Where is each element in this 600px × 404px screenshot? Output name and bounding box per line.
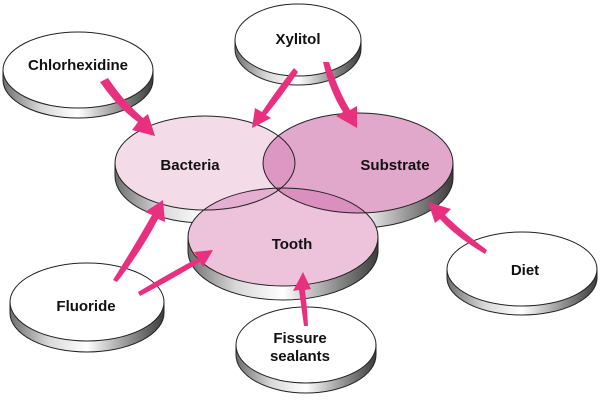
disc-fluoride-top bbox=[9, 262, 165, 342]
label-xylitol: Xylitol bbox=[275, 31, 320, 48]
disc-diet: Diet bbox=[446, 231, 598, 316]
label-fissure-sealants-line1: Fissure bbox=[273, 330, 326, 347]
disc-fluoride: Fluoride bbox=[9, 262, 165, 353]
label-fluoride: Fluoride bbox=[56, 298, 115, 315]
arrow-chlorhexidine-to-bacteria bbox=[100, 78, 155, 136]
label-bacteria: Bacteria bbox=[160, 157, 220, 174]
disc-substrate-outline bbox=[262, 112, 454, 214]
disc-bacteria-top bbox=[115, 116, 295, 210]
label-chlorhexidine: Chlorhexidine bbox=[28, 57, 128, 74]
label-substrate: Substrate bbox=[360, 157, 429, 174]
disc-xylitol: Xylitol bbox=[234, 3, 362, 86]
arrows bbox=[100, 62, 487, 326]
disc-tooth-top bbox=[188, 188, 378, 286]
disc-tooth-outline bbox=[187, 187, 379, 287]
label-diet: Diet bbox=[511, 262, 539, 279]
disc-chlorhexidine: Chlorhexidine bbox=[2, 31, 154, 119]
disc-bacteria-outline bbox=[114, 115, 296, 211]
arrow-xylitol-to-substrate bbox=[323, 62, 357, 128]
disc-xylitol-top bbox=[234, 3, 362, 77]
arrow-fissure-sealants-to-tooth bbox=[293, 272, 311, 326]
label-tooth: Tooth bbox=[272, 236, 313, 253]
disc-substrate-top bbox=[263, 113, 453, 213]
label-fissure-sealants-line2: sealants bbox=[270, 348, 330, 365]
arrow-diet-to-bacteria bbox=[428, 202, 487, 254]
arrow-xylitol-to-bacteria bbox=[252, 68, 298, 128]
arrow-fluoride-to-bacteria bbox=[113, 200, 165, 282]
disc-fissure-sealants: Fissure sealants bbox=[235, 306, 377, 394]
arrow-fluoride-to-tooth bbox=[138, 250, 213, 296]
